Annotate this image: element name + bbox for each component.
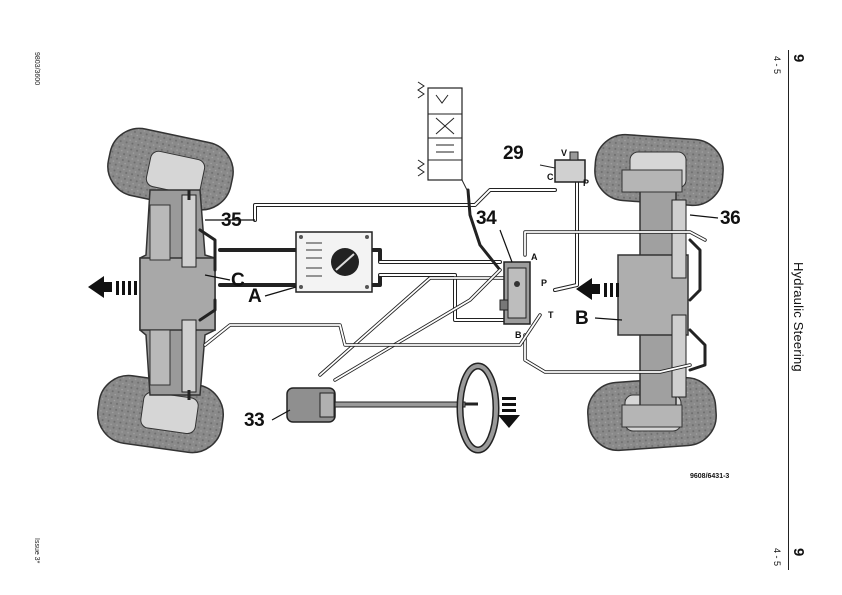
valve-schematic-symbol — [417, 81, 469, 193]
direction-arrow-down — [498, 397, 520, 428]
port-T-34: T — [548, 310, 554, 320]
label-A: A — [248, 286, 262, 307]
wheel-front-left — [107, 127, 234, 211]
label-36: 36 — [720, 208, 741, 229]
control-panel-A — [295, 231, 373, 293]
control-unit-34 — [499, 261, 531, 325]
direction-arrow-right — [576, 278, 619, 300]
port-V: V — [561, 148, 568, 158]
figure-reference: 9608/6431-3 — [690, 473, 730, 480]
label-34: 34 — [476, 208, 497, 229]
port-P: P — [583, 178, 590, 188]
port-C: C — [547, 172, 554, 182]
label-33: 33 — [244, 410, 265, 431]
steering-wheel — [456, 362, 500, 454]
port-P-34: P — [541, 278, 548, 288]
port-B-34: B — [515, 330, 522, 340]
direction-arrow-left — [88, 276, 137, 298]
label-C: C — [231, 270, 245, 291]
right-axle — [617, 169, 689, 428]
steering-unit-33 — [286, 387, 466, 423]
port-A-34: A — [531, 252, 538, 262]
label-35: 35 — [221, 210, 242, 231]
label-B: B — [575, 308, 589, 329]
valve-29 — [539, 151, 586, 183]
label-29: 29 — [503, 143, 524, 164]
left-axle — [139, 189, 216, 400]
right-margin-rule — [788, 50, 789, 570]
leader-lines — [204, 214, 719, 421]
